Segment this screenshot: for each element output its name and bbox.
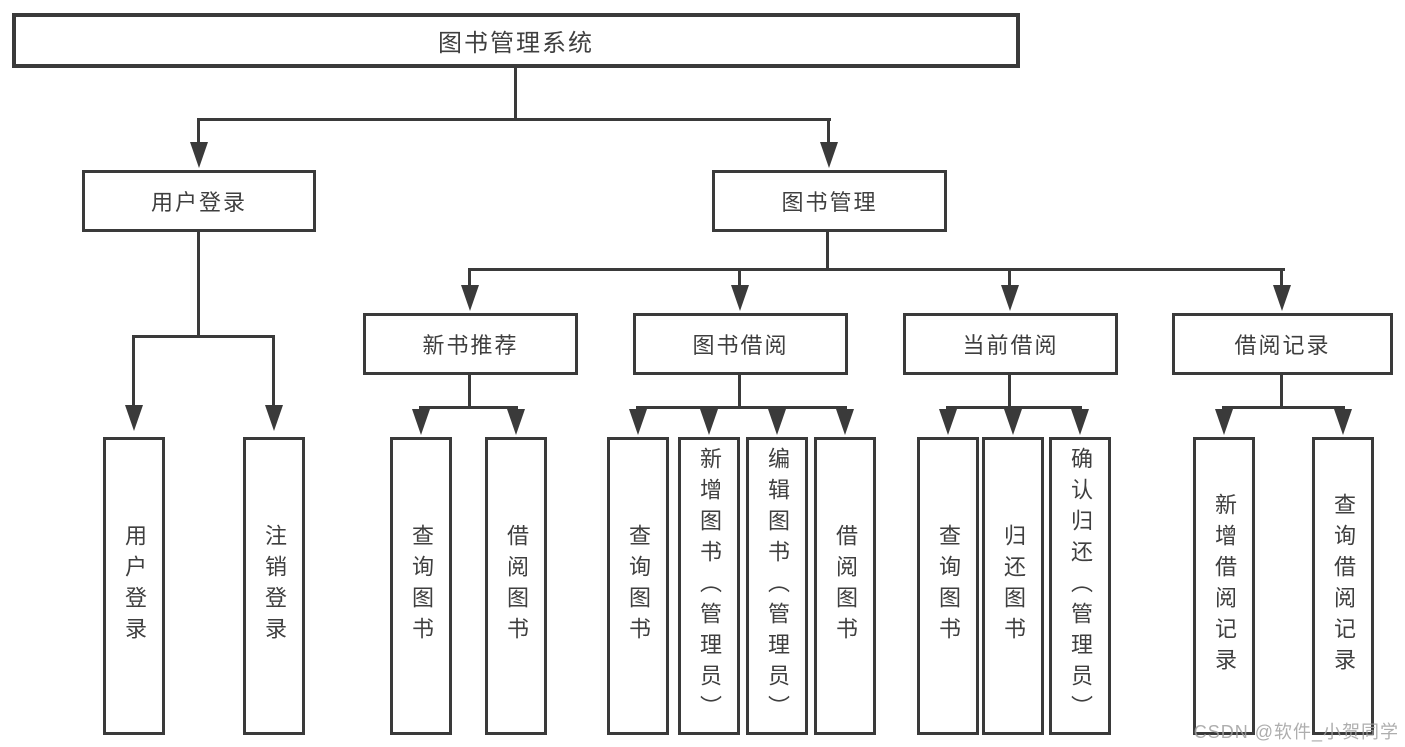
connector-stem	[826, 232, 829, 268]
arrow-down	[629, 409, 647, 435]
node-label: 借阅记录	[1234, 333, 1331, 358]
connector-stem	[468, 375, 471, 406]
connector-bar	[197, 118, 831, 121]
arrow-down	[939, 409, 957, 435]
arrow-down	[125, 405, 143, 431]
leaf-query-books-current: 查询图书	[917, 437, 979, 735]
leaf-logout: 注销登录	[243, 437, 305, 735]
connector-bar	[946, 406, 1082, 409]
connector-bar	[419, 406, 518, 409]
connector-stem	[514, 68, 517, 118]
node-book-management: 图书管理	[712, 170, 947, 232]
node-user-login: 用户登录	[82, 170, 316, 232]
leaf-label: 新增借阅记录	[1212, 493, 1237, 679]
node-current-borrowing: 当前借阅	[903, 313, 1118, 375]
leaf-label: 借阅图书	[504, 524, 529, 648]
connector-stem	[1280, 375, 1283, 406]
leaf-add-borrow-record: 新增借阅记录	[1193, 437, 1255, 735]
node-label: 图书借阅	[692, 333, 789, 358]
arrow-down	[412, 409, 430, 435]
node-book-borrowing: 图书借阅	[633, 313, 848, 375]
leaf-label: 确认归还（管理员）	[1068, 446, 1093, 726]
leaf-label: 注销登录	[262, 524, 287, 648]
leaf-label: 归还图书	[1001, 524, 1026, 648]
leaf-confirm-return-admin: 确认归还（管理员）	[1049, 437, 1111, 735]
leaf-add-book-admin: 新增图书（管理员）	[678, 437, 740, 735]
arrow-down	[461, 285, 479, 311]
connector-drop	[468, 271, 471, 286]
leaf-query-books-borrowing: 查询图书	[607, 437, 669, 735]
connector-drop	[1280, 271, 1283, 286]
arrow-down	[1001, 285, 1019, 311]
connector-drop	[197, 121, 200, 143]
arrow-down	[731, 285, 749, 311]
arrow-down	[265, 405, 283, 431]
leaf-return-books: 归还图书	[982, 437, 1044, 735]
arrow-down	[836, 409, 854, 435]
arrow-down	[1273, 285, 1291, 311]
node-label: 当前借阅	[962, 333, 1059, 358]
csdn-watermark: CSDN @软件_小贺同学	[1193, 722, 1399, 742]
leaf-label: 查询图书	[626, 524, 651, 648]
connector-stem	[1008, 375, 1011, 406]
connector-drop	[272, 338, 275, 405]
leaf-label: 查询借阅记录	[1331, 493, 1356, 679]
node-label: 用户登录	[150, 190, 247, 215]
arrow-down	[1071, 409, 1089, 435]
connector-drop	[1008, 271, 1011, 286]
arrow-down	[1215, 409, 1233, 435]
node-label: 图书管理	[781, 190, 878, 215]
leaf-edit-book-admin: 编辑图书（管理员）	[746, 437, 808, 735]
leaf-user-login: 用户登录	[103, 437, 165, 735]
arrow-down	[820, 142, 838, 168]
connector-bar	[132, 335, 275, 338]
node-borrowing-records: 借阅记录	[1172, 313, 1393, 375]
leaf-label: 查询图书	[936, 524, 961, 648]
connector-stem	[738, 375, 741, 406]
node-library-management-system: 图书管理系统	[12, 13, 1020, 68]
leaf-label: 新增图书（管理员）	[697, 446, 722, 726]
connector-bar	[1222, 406, 1345, 409]
leaf-label: 借阅图书	[833, 524, 858, 648]
connector-stem	[197, 232, 200, 338]
leaf-query-books-recommend: 查询图书	[390, 437, 452, 735]
leaf-label: 编辑图书（管理员）	[765, 446, 790, 726]
connector-drop	[738, 271, 741, 286]
leaf-borrow-books-recommend: 借阅图书	[485, 437, 547, 735]
node-new-book-recommend: 新书推荐	[363, 313, 578, 375]
connector-drop	[132, 338, 135, 405]
arrow-down	[190, 142, 208, 168]
leaf-borrow-books-borrowing: 借阅图书	[814, 437, 876, 735]
connector-drop	[827, 121, 830, 143]
node-label: 新书推荐	[422, 333, 519, 358]
arrow-down	[507, 409, 525, 435]
node-label: 图书管理系统	[438, 30, 594, 57]
connector-bar	[468, 268, 1285, 271]
leaf-query-borrow-record: 查询借阅记录	[1312, 437, 1374, 735]
arrow-down	[700, 409, 718, 435]
leaf-label: 查询图书	[409, 524, 434, 648]
arrow-down	[768, 409, 786, 435]
connector-bar	[636, 406, 847, 409]
arrow-down	[1004, 409, 1022, 435]
leaf-label: 用户登录	[122, 524, 147, 648]
arrow-down	[1334, 409, 1352, 435]
